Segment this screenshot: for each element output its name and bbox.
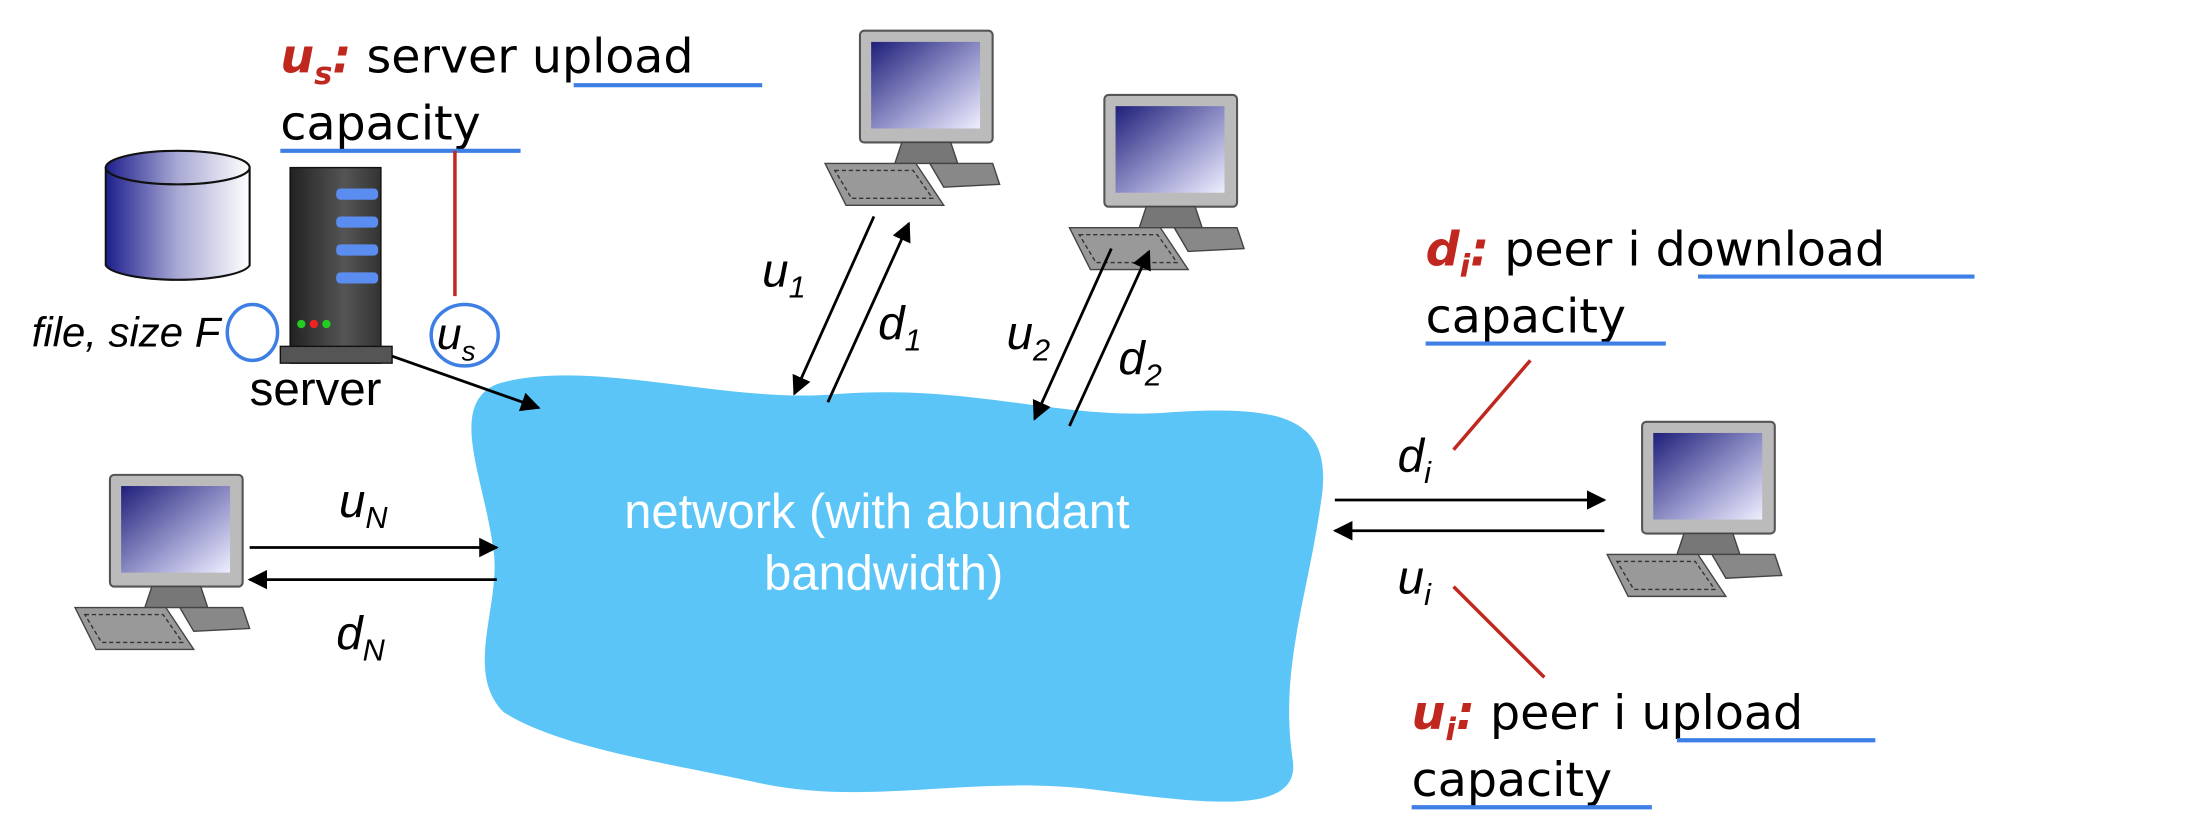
network-cloud bbox=[471, 375, 1324, 802]
ui-label: ui bbox=[1398, 552, 1432, 612]
server-rate-label: us bbox=[437, 310, 476, 366]
server-icon bbox=[279, 166, 393, 364]
database-icon bbox=[104, 149, 251, 281]
file-size-label: file, size F bbox=[32, 308, 223, 355]
d2-label: d2 bbox=[1118, 332, 1161, 392]
u1-label: u1 bbox=[762, 244, 805, 304]
d2-arrow bbox=[1068, 249, 1151, 427]
dN-label: dN bbox=[336, 607, 385, 667]
server-label: server bbox=[250, 363, 382, 416]
server-upload-arrow bbox=[391, 354, 541, 412]
svg-text:network (with abundant ban: network (with abundant bandwidth) bbox=[624, 485, 1143, 600]
callout-line bbox=[1452, 359, 1532, 451]
u2-arrow bbox=[1032, 248, 1113, 421]
peer-download-note: di: peer i download bbox=[1426, 222, 1886, 284]
di-label: di bbox=[1398, 430, 1432, 490]
u1-arrow bbox=[792, 215, 876, 396]
network-label-line1: network (with abundant bbox=[624, 485, 1130, 539]
server-upload-note: us: server upload bbox=[280, 30, 693, 92]
highlight-circle bbox=[429, 302, 500, 368]
callout-line bbox=[1452, 585, 1546, 679]
network-label-line2: bandwidth) bbox=[764, 546, 1003, 600]
computer-icon bbox=[73, 473, 251, 651]
d1-label: d1 bbox=[878, 297, 922, 357]
peer-upload-note: ui: peer i upload bbox=[1412, 686, 1804, 748]
computer-icon bbox=[823, 29, 1001, 207]
peer-upload-note-line2: capacity bbox=[1412, 753, 1612, 808]
computer-icon bbox=[1068, 93, 1246, 271]
computer-icon bbox=[1606, 420, 1783, 598]
peer-download-note-line2: capacity bbox=[1426, 289, 1626, 344]
d1-arrow bbox=[826, 221, 911, 403]
u2-label: u2 bbox=[1007, 307, 1051, 367]
uN-label: uN bbox=[339, 475, 388, 535]
highlight-circle bbox=[225, 302, 280, 363]
server-upload-note-line2: capacity bbox=[280, 97, 480, 152]
